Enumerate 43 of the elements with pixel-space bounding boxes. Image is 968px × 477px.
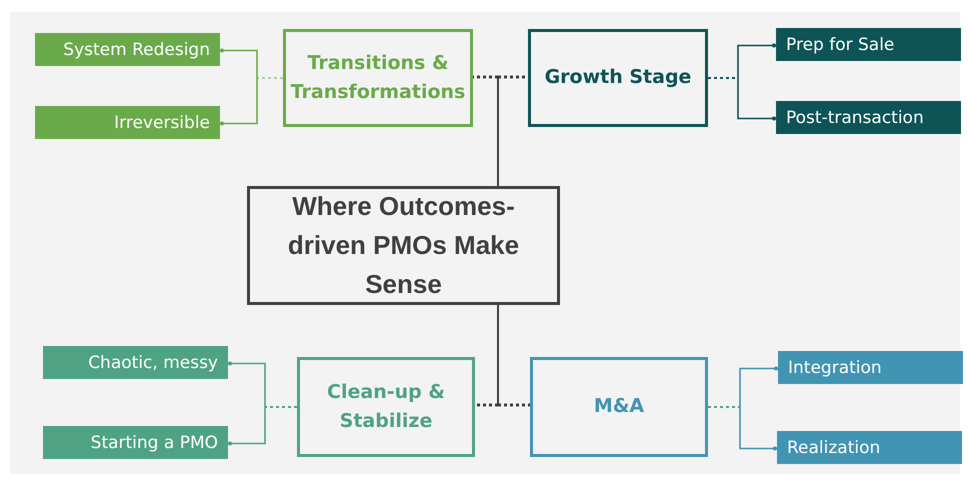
category-box <box>776 101 961 134</box>
connector-line <box>708 406 740 408</box>
connector-line <box>265 406 297 408</box>
connector-line <box>739 407 777 450</box>
connector-line <box>708 77 738 79</box>
category-box <box>43 346 228 379</box>
connector-line <box>497 305 499 405</box>
category-label: Realization <box>787 438 880 458</box>
connector-line <box>498 76 528 78</box>
category-box <box>43 426 228 459</box>
section-label: Transitions & Transformations <box>290 50 466 105</box>
category-label: Prep for Sale <box>786 34 894 54</box>
connector-line <box>228 407 266 446</box>
title-text: Where Outcomes-driven PMOs Make Sense <box>286 190 520 301</box>
category-label: Chaotic, messy <box>88 352 218 372</box>
section-label: M&A <box>594 394 644 420</box>
category-label: Starting a PMO <box>90 432 218 452</box>
connector-line <box>497 77 499 186</box>
category-box <box>778 351 963 384</box>
category-box <box>776 28 961 61</box>
category-label: Irreversible <box>114 112 210 132</box>
section-label: Clean-up & Stabilize <box>326 380 446 434</box>
section-box <box>530 357 708 457</box>
section-label: Growth Stage <box>544 65 692 90</box>
section-box <box>283 29 473 127</box>
connector-line <box>498 404 530 406</box>
category-label: Integration <box>788 358 882 378</box>
connector-line <box>220 48 258 78</box>
category-box <box>35 33 220 66</box>
section-box <box>297 357 475 457</box>
connector-line <box>473 76 498 78</box>
connector-line <box>475 404 498 406</box>
connector-line <box>739 366 778 407</box>
connector-line <box>220 78 258 126</box>
category-label: System Redesign <box>63 40 210 60</box>
section-box <box>528 29 708 127</box>
category-box <box>777 431 962 464</box>
category-label: Post-transaction <box>786 108 924 128</box>
connector-line <box>737 78 776 120</box>
connector-line <box>737 44 776 78</box>
title-box <box>247 186 560 305</box>
category-box <box>35 106 220 139</box>
connector-line <box>228 362 266 407</box>
